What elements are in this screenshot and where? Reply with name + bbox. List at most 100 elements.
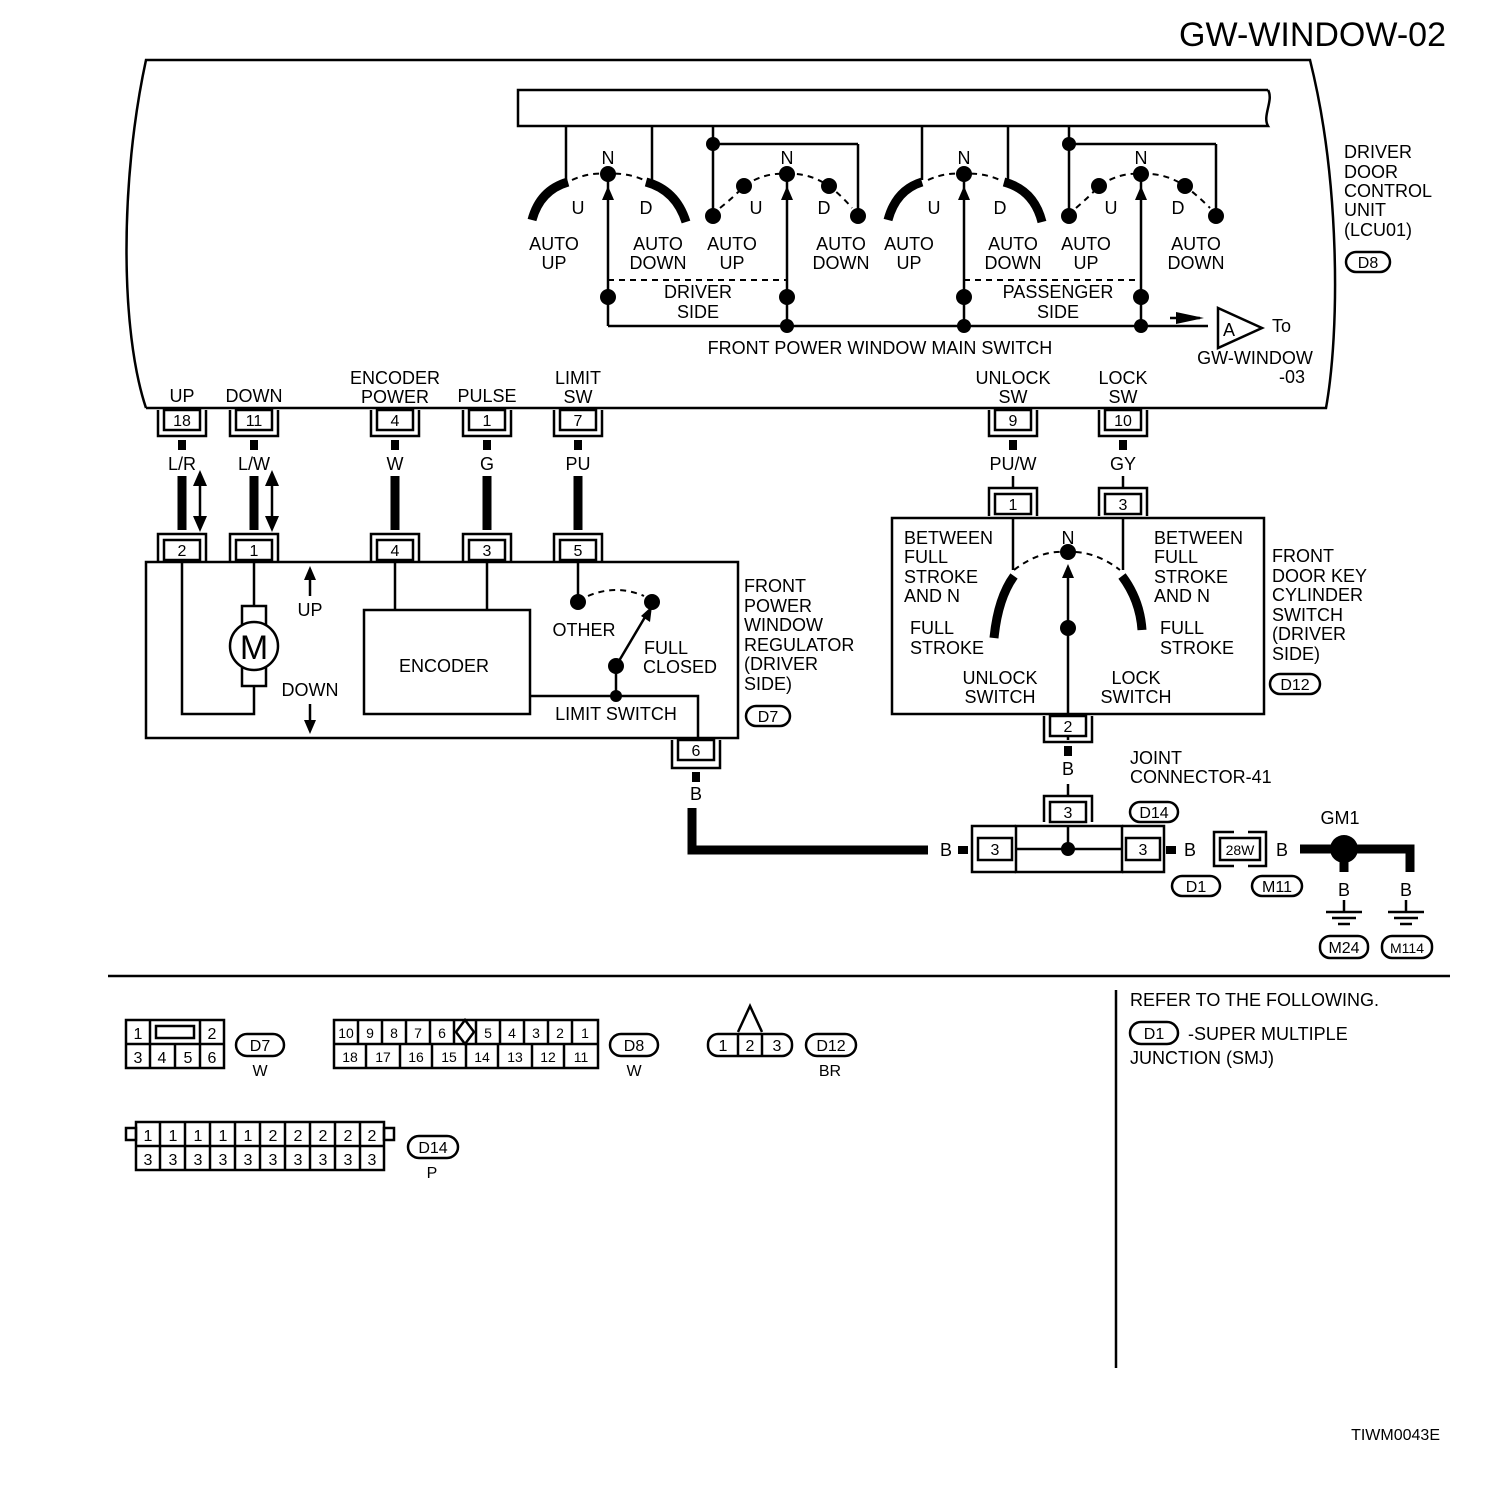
svg-text:STROKE: STROKE: [904, 567, 978, 587]
dcu-pins: 18 11 4 1 7 9 10: [156, 408, 1149, 438]
svg-text:BR: BR: [819, 1063, 841, 1080]
svg-text:DOWN: DOWN: [1168, 253, 1225, 273]
dcu-pin-1: 1: [461, 408, 513, 438]
svg-text:7: 7: [574, 413, 583, 430]
regulator-ground-wire: 6 B B: [670, 738, 968, 860]
svg-text:6: 6: [438, 1025, 446, 1041]
regulator-label: FRONT POWER WINDOW REGULATOR (DRIVER SID…: [744, 576, 854, 728]
svg-text:AND N: AND N: [904, 586, 960, 606]
svg-text:SWITCH: SWITCH: [965, 687, 1036, 707]
svg-text:LOCK: LOCK: [1111, 668, 1160, 688]
svg-text:B: B: [940, 840, 952, 860]
svg-text:G: G: [480, 454, 494, 474]
svg-text:D: D: [640, 198, 653, 218]
svg-text:2: 2: [294, 1128, 303, 1145]
dcu-terminal-labels: UP DOWN ENCODER POWER PULSE LIMIT SW UNL…: [169, 368, 1147, 407]
svg-text:1: 1: [169, 1128, 178, 1145]
refer-section: REFER TO THE FOLLOWING. D1 -SUPER MULTIP…: [1128, 990, 1379, 1068]
svg-text:FRONT: FRONT: [1272, 546, 1334, 566]
svg-text:1: 1: [194, 1128, 203, 1145]
svg-text:PULSE: PULSE: [457, 386, 516, 406]
svg-text:4: 4: [391, 413, 400, 430]
svg-text:D: D: [994, 198, 1007, 218]
offpage-reference: A To GW-WINDOW -03: [1197, 316, 1313, 387]
svg-text:FULL: FULL: [904, 547, 948, 567]
svg-text:1: 1: [719, 1038, 728, 1055]
svg-text:10: 10: [1114, 413, 1132, 430]
svg-text:2: 2: [178, 543, 187, 560]
svg-text:9: 9: [1009, 413, 1018, 430]
svg-text:FULL: FULL: [644, 638, 688, 658]
svg-text:D7: D7: [758, 709, 779, 726]
main-switch-bus: [516, 88, 1271, 128]
svg-text:4: 4: [391, 543, 400, 560]
svg-text:SIDE: SIDE: [677, 302, 719, 322]
svg-text:PU/W: PU/W: [990, 454, 1037, 474]
svg-text:AUTO: AUTO: [816, 234, 866, 254]
svg-text:28W: 28W: [1226, 842, 1256, 858]
svg-text:3: 3: [483, 543, 492, 560]
svg-text:17: 17: [375, 1049, 391, 1065]
svg-text:DOWN: DOWN: [813, 253, 870, 273]
svg-text:U: U: [1105, 198, 1118, 218]
legend-connector-d7: 1 2 3 4 5 6 D7 W: [124, 1018, 286, 1080]
svg-text:To: To: [1272, 316, 1291, 336]
wire-color-labels: L/R L/W W G PU PU/W GY: [168, 454, 1136, 474]
svg-text:18: 18: [173, 413, 191, 430]
svg-text:POWER: POWER: [361, 387, 429, 407]
svg-text:2: 2: [344, 1128, 353, 1145]
svg-text:BETWEEN: BETWEEN: [1154, 528, 1243, 548]
dcu-label: DRIVER DOOR CONTROL UNIT (LCU01) D8: [1344, 142, 1432, 274]
legend-connector-d8: 10 9 8 7 6 5 4 3 2 1 18 17 16 15 14 13 1…: [332, 1017, 660, 1080]
svg-text:JUNCTION (SMJ): JUNCTION (SMJ): [1130, 1048, 1274, 1068]
svg-text:13: 13: [507, 1049, 523, 1065]
svg-text:UP: UP: [719, 253, 744, 273]
svg-text:3: 3: [319, 1152, 328, 1169]
svg-text:W: W: [387, 454, 404, 474]
svg-text:D12: D12: [1280, 677, 1309, 694]
svg-text:4: 4: [158, 1050, 167, 1067]
svg-text:11: 11: [574, 1049, 589, 1065]
svg-text:5: 5: [484, 1025, 492, 1041]
svg-text:2: 2: [746, 1038, 755, 1055]
svg-text:SIDE): SIDE): [744, 674, 792, 694]
svg-text:7: 7: [414, 1025, 422, 1041]
svg-text:PASSENGER: PASSENGER: [1003, 282, 1114, 302]
svg-text:B: B: [690, 784, 702, 804]
dcu-pin-4: 4: [369, 408, 421, 438]
svg-text:3: 3: [1139, 842, 1148, 859]
svg-text:D8: D8: [624, 1038, 645, 1055]
svg-text:DOOR KEY: DOOR KEY: [1272, 566, 1367, 586]
svg-text:DRIVER: DRIVER: [1344, 142, 1412, 162]
svg-text:(DRIVER: (DRIVER: [744, 654, 818, 674]
svg-text:N: N: [1135, 148, 1148, 168]
svg-text:SIDE): SIDE): [1272, 644, 1320, 664]
dcu-pin-7: 7: [552, 408, 604, 438]
svg-text:AUTO: AUTO: [1061, 234, 1111, 254]
svg-text:2: 2: [556, 1025, 564, 1041]
legend-connector-d12: 1 2 3 D12 BR: [706, 1003, 858, 1080]
svg-text:UNLOCK: UNLOCK: [962, 668, 1037, 688]
svg-text:16: 16: [408, 1049, 424, 1065]
svg-text:AUTO: AUTO: [1171, 234, 1221, 254]
svg-text:2: 2: [1064, 719, 1073, 736]
dcu-pin-18: 18: [156, 408, 208, 438]
figure-code: TIWM0043E: [1351, 1427, 1440, 1444]
svg-text:DOOR: DOOR: [1344, 162, 1398, 182]
svg-text:M114: M114: [1390, 940, 1424, 956]
svg-text:B: B: [1400, 880, 1412, 900]
svg-text:UP: UP: [1073, 253, 1098, 273]
svg-text:3: 3: [269, 1152, 278, 1169]
svg-text:B: B: [1338, 880, 1350, 900]
svg-text:11: 11: [246, 413, 263, 430]
svg-text:3: 3: [1064, 805, 1073, 822]
svg-text:SW: SW: [999, 387, 1028, 407]
svg-text:SWITCH: SWITCH: [1272, 605, 1343, 625]
svg-text:1: 1: [144, 1128, 153, 1145]
svg-text:3: 3: [169, 1152, 178, 1169]
svg-text:3: 3: [532, 1025, 540, 1041]
front-power-window-regulator: M UP DOWN ENCODER OTHER FULL CLOSED LIMI…: [144, 560, 740, 740]
svg-text:BETWEEN: BETWEEN: [904, 528, 993, 548]
switch-labels: N N N N U D U D U D U D AUTO UP AUTO DOW…: [529, 148, 1224, 358]
